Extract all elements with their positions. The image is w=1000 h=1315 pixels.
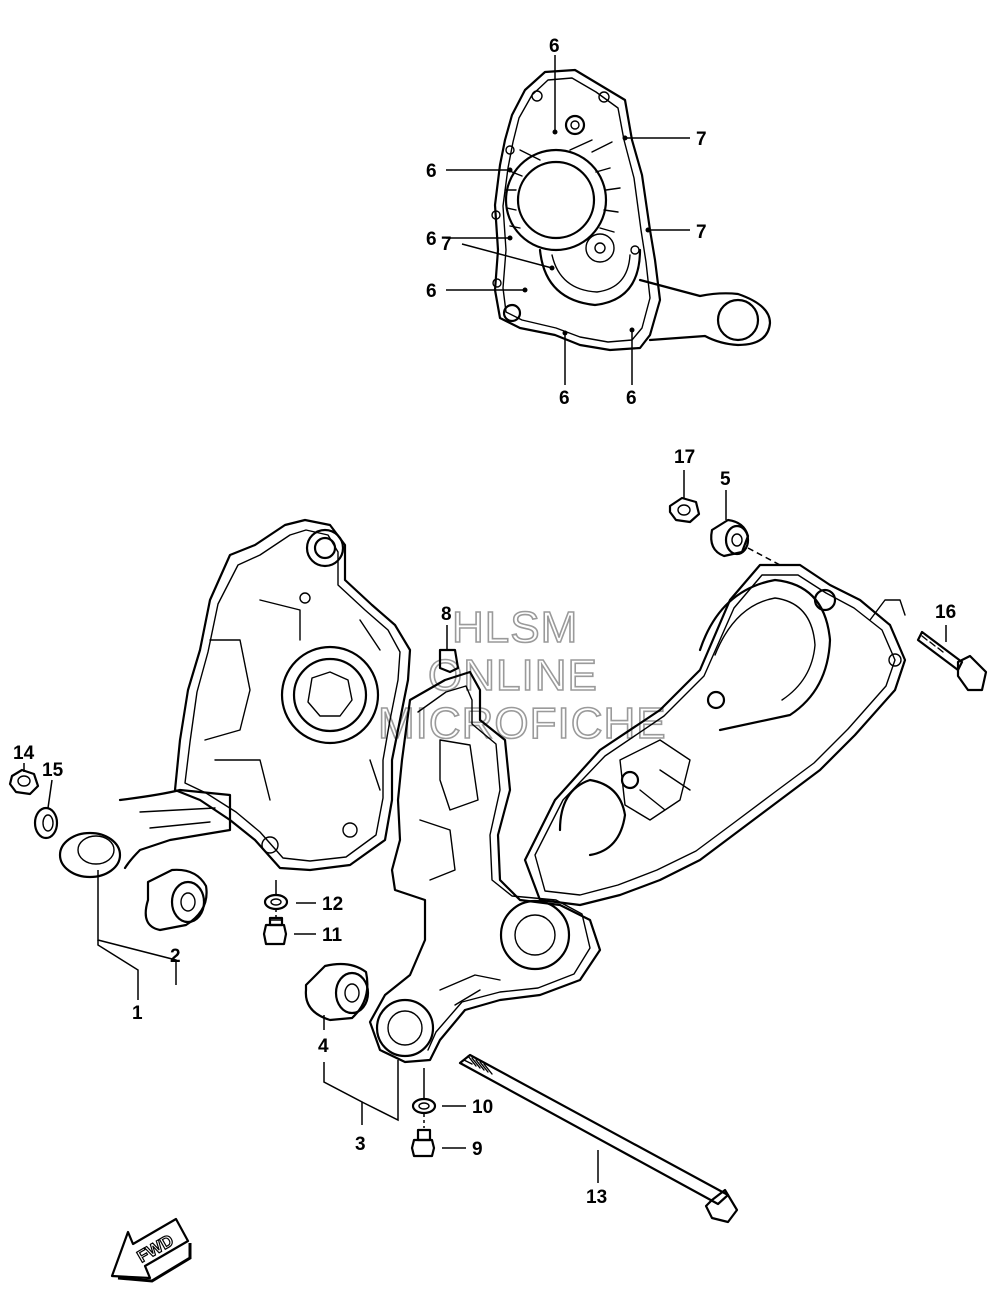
- crankcase-cover: [491, 68, 772, 352]
- leader-lines: [23, 55, 947, 1183]
- watermark-line-1: HLSM: [452, 603, 578, 652]
- bushing-5: [710, 518, 750, 558]
- callout-8: 8: [441, 604, 452, 625]
- callout-6: 6: [549, 36, 560, 57]
- washer-12: [263, 893, 289, 911]
- callout-4: 4: [318, 1036, 329, 1057]
- callout-15: 15: [42, 760, 64, 781]
- callout-7: 7: [696, 222, 707, 243]
- fwd-arrow-icon: FWD: [110, 1217, 192, 1283]
- left-crankcase: [58, 518, 412, 879]
- callout-6: 6: [559, 388, 570, 409]
- callout-labels: 6 7 6 6 7 7 6 6 6 17 5 16 8 14 15 12 11 …: [13, 36, 956, 1208]
- bolt-16: [916, 630, 988, 692]
- callout-7: 7: [441, 234, 452, 255]
- callout-5: 5: [720, 469, 731, 490]
- bushing-4: [304, 962, 370, 1022]
- gasket-8: [438, 648, 460, 674]
- callout-14: 14: [13, 743, 35, 764]
- callout-6: 6: [626, 388, 637, 409]
- bolt-9: [410, 1128, 436, 1158]
- callout-6: 6: [426, 281, 437, 302]
- long-bolt-13: [458, 1053, 739, 1224]
- callout-3: 3: [355, 1134, 366, 1155]
- callout-11: 11: [322, 925, 343, 946]
- watermark: HLSM ONLINE MICROFICHE: [377, 602, 667, 749]
- washer-10: [411, 1097, 437, 1115]
- callout-10: 10: [472, 1097, 493, 1118]
- callout-17: 17: [674, 447, 695, 468]
- callout-2: 2: [170, 946, 181, 967]
- callout-6: 6: [426, 229, 437, 250]
- callout-12: 12: [322, 894, 343, 915]
- bolt-11: [262, 916, 288, 946]
- callout-9: 9: [472, 1139, 483, 1160]
- transmission-cover: [523, 563, 907, 907]
- nut-14: [8, 768, 40, 796]
- callout-1: 1: [132, 1003, 143, 1024]
- callout-7: 7: [696, 129, 707, 150]
- callout-13: 13: [586, 1187, 607, 1208]
- nut-17: [668, 496, 701, 524]
- watermark-line-3: MICROFICHE: [378, 699, 667, 748]
- washer-15: [33, 806, 59, 840]
- watermark-line-2: ONLINE: [428, 651, 598, 700]
- callout-6: 6: [426, 161, 437, 182]
- right-crankcase: [368, 670, 602, 1064]
- bushing-2: [144, 868, 208, 932]
- callout-16: 16: [935, 602, 956, 623]
